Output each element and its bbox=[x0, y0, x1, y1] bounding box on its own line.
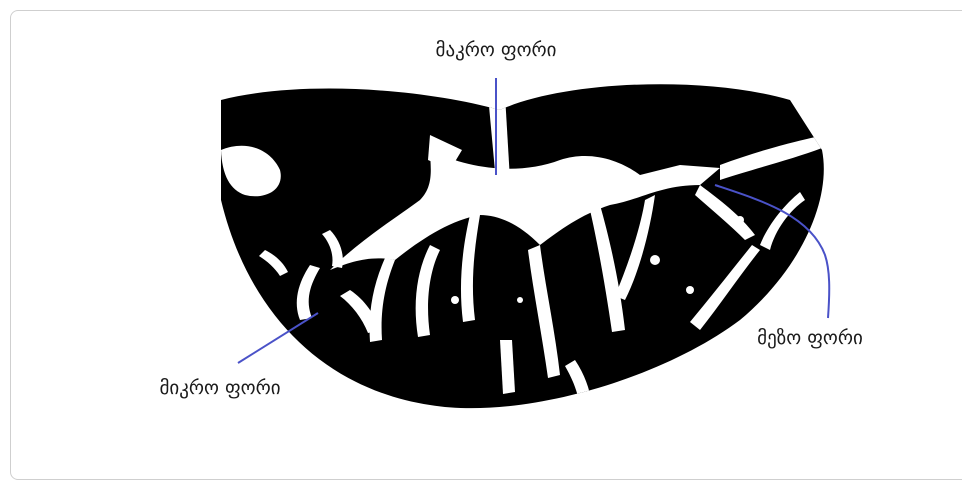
micro-pore-label: მიკრო ფორი bbox=[159, 377, 280, 399]
macro-pore-label: მაკრო ფორი bbox=[436, 39, 557, 61]
porous-structure-diagram: მაკრო ფორი მეზო ფორი მიკრო ფორი bbox=[0, 0, 962, 468]
porous-material-body bbox=[221, 84, 824, 408]
meso-pore-label: მეზო ფორი bbox=[757, 327, 863, 349]
